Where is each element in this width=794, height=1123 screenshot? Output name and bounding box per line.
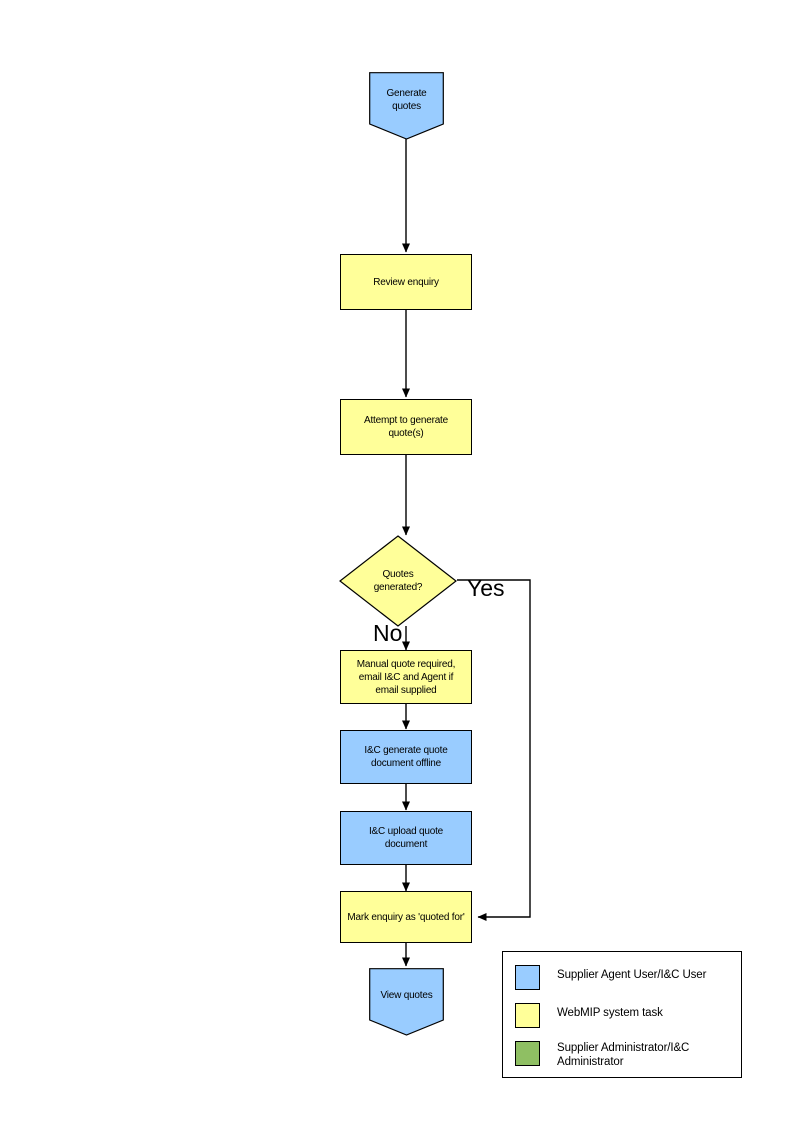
node-ic-generate-quote-document[interactable]: I&C generate quote document offline [340,730,472,784]
node-mark-enquiry-quoted-for[interactable]: Mark enquiry as 'quoted for' [340,891,472,943]
node-label-attempt-wrap: Attempt to generate quote(s) [364,414,448,440]
node-label-manual-wrap: Manual quote required, email I&C and Age… [356,658,456,697]
legend-item-admin-task: Supplier Administrator/I&C Administrator [515,1041,689,1069]
node-label-ic-generate-line2: document offline [370,758,441,769]
branch-label-yes: Yes [467,575,505,601]
node-label-attempt-line1: Attempt to generate [363,415,449,426]
legend-item-user-task: Supplier Agent User/I&C User [515,965,706,990]
node-label-decision-line2: generated? [373,582,423,593]
node-manual-quote-required[interactable]: Manual quote required, email I&C and Age… [340,650,472,704]
node-label-generate-quotes-line2: quotes [392,101,421,112]
legend: Supplier Agent User/I&C User WebMIP syst… [502,951,742,1078]
node-view-quotes[interactable]: View quotes [369,968,444,1036]
legend-swatch-user-task [515,965,540,990]
legend-label-admin-task: Supplier Administrator/I&C Administrator [557,1042,690,1068]
node-generate-quotes[interactable]: Generate quotes [369,72,444,140]
branch-label-no: No [373,620,403,646]
pentagon-shape [369,968,444,1036]
node-label-generate-quotes-line1: Generate [386,88,427,99]
node-label-ic-upload-line2: document [384,839,428,850]
legend-item-system-task: WebMIP system task [515,1003,663,1028]
node-attempt-generate-quotes[interactable]: Attempt to generate quote(s) [340,399,472,455]
node-quotes-generated-decision[interactable]: Quotes generated? [339,535,457,627]
node-label-ic-generate-wrap: I&C generate quote document offline [364,744,447,770]
node-label-manual-line1: Manual quote required, [356,658,456,670]
legend-label-system-task: WebMIP system task [557,1007,663,1019]
diamond-shape [339,535,457,627]
node-ic-upload-quote-document[interactable]: I&C upload quote document [340,811,472,865]
connector-decision-yes-to-mark [457,579,531,921]
node-label-ic-upload-line1: I&C upload quote [368,826,444,837]
node-label-ic-upload-wrap: I&C upload quote document [369,825,443,851]
node-label-manual-line3: email supplied [375,684,437,696]
pentagon-shape [369,72,444,140]
node-review-enquiry[interactable]: Review enquiry [340,254,472,310]
legend-swatch-system-task [515,1003,540,1028]
node-label-decision-line1: Quotes [382,569,414,580]
node-label-mark-enquiry: Mark enquiry as 'quoted for' [347,911,465,923]
node-label-ic-generate-line1: I&C generate quote [364,745,448,756]
node-label-manual-line2: email I&C and Agent if [358,671,454,683]
node-label-view-quotes: View quotes [380,990,433,1001]
legend-swatch-admin-task [515,1041,540,1066]
node-label-review-enquiry: Review enquiry [373,276,439,288]
legend-label-user-task: Supplier Agent User/I&C User [557,969,707,981]
node-label-attempt-line2: quote(s) [388,428,424,439]
